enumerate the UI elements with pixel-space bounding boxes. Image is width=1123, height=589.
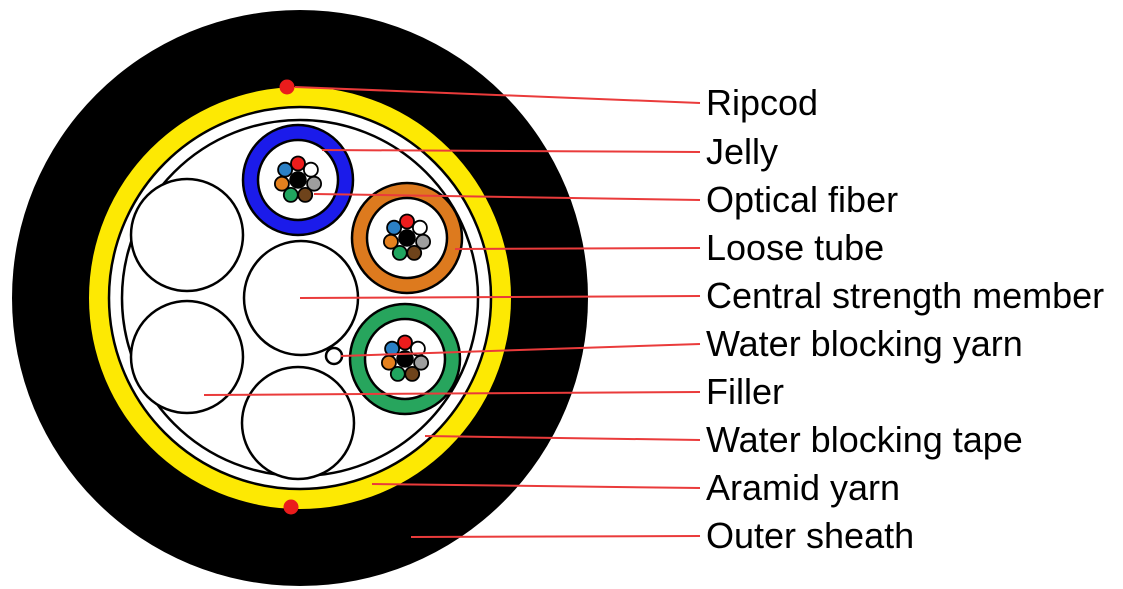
optical-fiber-black	[398, 229, 416, 247]
leader-line	[454, 247, 701, 250]
optical-fiber-dot	[273, 175, 290, 192]
optical-fiber-dot	[277, 161, 294, 178]
optical-fiber-dot	[404, 365, 421, 382]
leader-line	[294, 86, 701, 104]
label-central-strength-member: Central strength member	[706, 275, 1105, 316]
label-ripcord: Ripcod	[706, 82, 819, 123]
optical-fiber-dot	[389, 365, 406, 382]
optical-fiber-dot	[413, 354, 430, 371]
label-water-blocking-yarn: Water blocking yarn	[706, 323, 1023, 364]
optical-fiber-dot	[397, 334, 413, 351]
water-blocking-yarn-circle	[324, 346, 344, 366]
leader-line	[313, 193, 701, 201]
leader-line	[203, 391, 701, 396]
label-optical-fiber: Optical fiber	[706, 179, 899, 220]
optical-fiber-dot	[306, 175, 323, 192]
optical-fiber-dot	[384, 340, 401, 357]
filler-circle	[129, 177, 245, 293]
optical-fiber-dot	[290, 155, 306, 172]
filler-circle	[129, 299, 245, 415]
optical-fiber-dot	[380, 354, 397, 371]
leader-line	[299, 295, 701, 299]
optical-fiber-dot	[297, 186, 314, 203]
filler-circle	[240, 365, 356, 481]
leader-line	[371, 483, 701, 489]
ripcord-dot	[279, 79, 295, 95]
optical-fiber-black	[289, 171, 307, 189]
leader-line	[410, 535, 701, 538]
label-loose-tube: Loose tube	[706, 227, 885, 268]
label-jelly: Jelly	[706, 131, 779, 172]
optical-fiber-dot	[386, 219, 403, 236]
label-water-blocking-tape: Water blocking tape	[706, 419, 1023, 460]
optical-fiber-dot	[411, 219, 428, 236]
optical-fiber-dot	[282, 186, 299, 203]
optical-fiber-dot	[406, 244, 423, 261]
label-aramid-yarn: Aramid yarn	[706, 467, 901, 508]
optical-fiber-dot	[391, 244, 408, 261]
ripcord-dot	[283, 499, 299, 515]
leader-line	[424, 435, 701, 441]
optical-fiber-black	[396, 350, 414, 368]
leader-line	[321, 149, 701, 153]
leader-line	[340, 343, 701, 357]
optical-fiber-dot	[415, 233, 432, 250]
optical-fiber-dot	[302, 161, 319, 178]
optical-fiber-dot	[382, 233, 399, 250]
optical-fiber-dot	[399, 213, 415, 230]
label-outer-sheath: Outer sheath	[706, 515, 915, 556]
label-filler: Filler	[706, 371, 784, 412]
